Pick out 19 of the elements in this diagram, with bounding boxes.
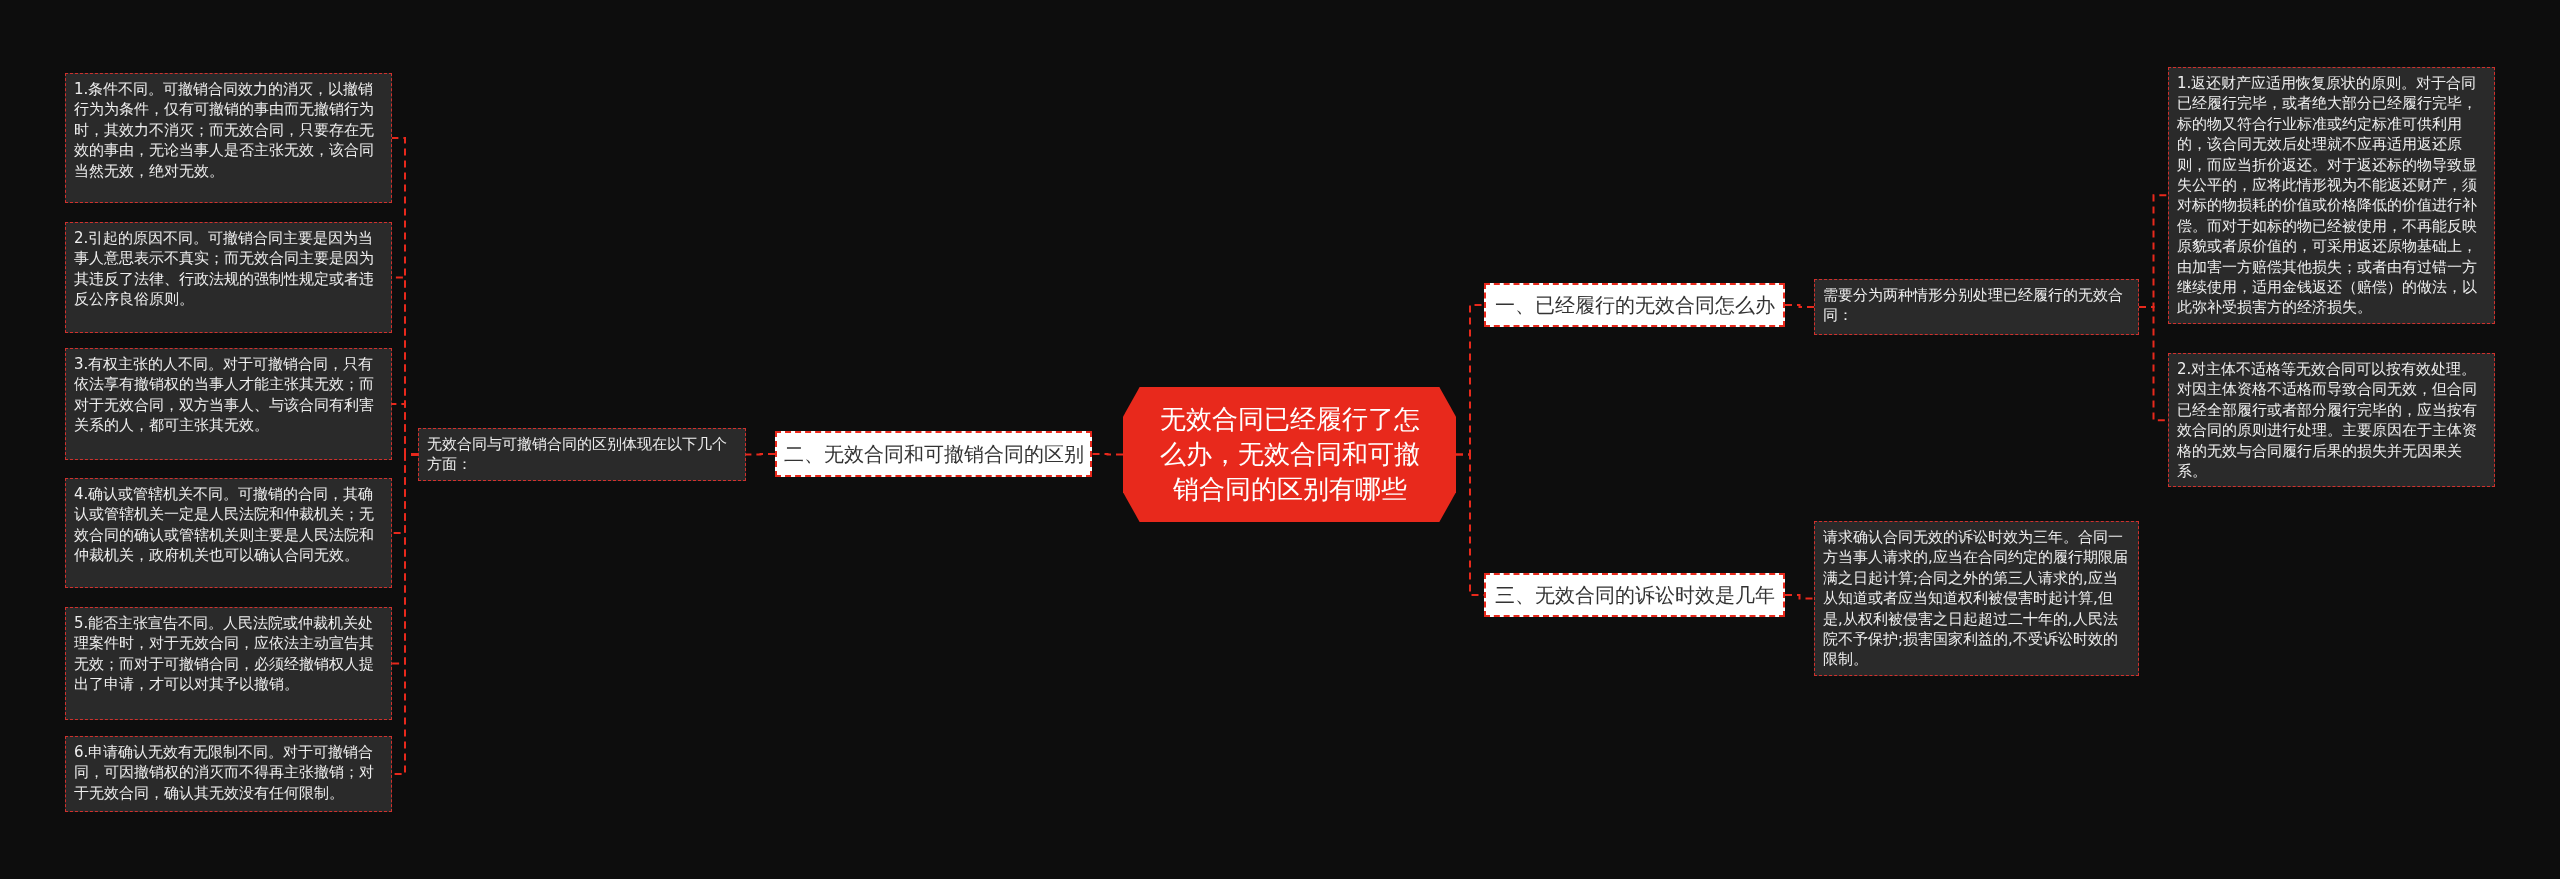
note-box: 2.引起的原因不同。可撤销合同主要是因为当事人意思表示不真实；而无效合同主要是因为其违反了法律、行政法规的强制性规定或者违反公序良俗原则。: [65, 222, 392, 333]
connector: [745, 453, 776, 456]
central-topic: 无效合同已经履行了怎么办，无效合同和可撤销合同的区别有哪些: [1123, 387, 1456, 522]
note-box: 需要分为两种情形分别处理已经履行的无效合同：: [1814, 279, 2139, 335]
topic-box: 二、无效合同和可撤销合同的区别: [775, 431, 1092, 477]
note-box: 4.确认或管辖机关不同。可撤销的合同，其确认或管辖机关一定是人民法院和仲裁机关；无效合同的确认或管辖机关则主要是人民法院和仲裁机关，政府机关也可以确认合同无效。: [65, 478, 392, 588]
note-box: 2.对主体不适格等无效合同可以按有效处理。对因主体资格不适格而导致合同无效，但合同已经全部履行或者部分履行完毕的，应当按有效合同的原则进行处理。主要原因在于主体资格的无效与合同履行后果的损失并无因果关系。: [2168, 353, 2495, 488]
connector: [1784, 594, 1815, 600]
note-box: 无效合同与可撤销合同的区别体现在以下几个方面：: [418, 428, 746, 481]
note-box: 6.申请确认无效有无限制不同。对于可撤销合同，可因撤销权的消灭而不得再主张撤销；对于无效合同，确认其无效没有任何限制。: [65, 736, 392, 812]
note-box: 5.能否主张宣告不同。人民法院或仲裁机关处理案件时，对于无效合同，应依法主动宣告其无效；而对于可撤销合同，必须经撤销权人提出了申请，才可以对其予以撤销。: [65, 607, 392, 720]
note-box: 1.条件不同。可撤销合同效力的消灭，以撤销行为为条件，仅有可撤销的事由而无撤销行为时，其效力不消灭；而无效合同，只要存在无效的事由，无论当事人是否主张无效，该合同当然无效，绝对无效。: [65, 73, 392, 203]
note-box: 3.有权主张的人不同。对于可撤销合同，只有依法享有撤销权的当事人才能主张其无效；而对于无效合同，双方当事人、与该合同有利害关系的人，都可主张其无效。: [65, 348, 392, 460]
connector: [1784, 304, 1815, 308]
connector: [1091, 453, 1124, 456]
topic-box: 三、无效合同的诉讼时效是几年: [1484, 573, 1785, 617]
note-box: 请求确认合同无效的诉讼时效为三年。合同一方当事人请求的,应当在合同约定的履行期限届满之日起计算;合同之外的第三人请求的,应当从知道或者应当知道权利被侵害时起计算,但是,从权利被侵害之日起超过二十年的,人民法院不予保护;损害国家利益的,不受诉讼时效的限制。: [1814, 521, 2139, 676]
note-box: 1.返还财产应适用恢复原状的原则。对于合同已经履行完毕，或者绝大部分已经履行完毕，标的物又符合行业标准或约定标准可供利用的，该合同无效后处理就不应再适用返还原则，而应当折价返还。对于返还标的物导致显失公平的，应将此情形视为不能返还财产，须对标的物损耗的价值或价格降低的价值进行补偿。而对于如标的物已经被使用，不再能反映原貌或者原价值的，可采用返还原物基础上，由加害一方赔偿其他损失；或者由有过错一方继续使用，适用金钱返还（赔偿）的做法，以此弥补受损害方的经济损失。: [2168, 67, 2495, 324]
topic-box: 一、已经履行的无效合同怎么办: [1484, 283, 1785, 327]
